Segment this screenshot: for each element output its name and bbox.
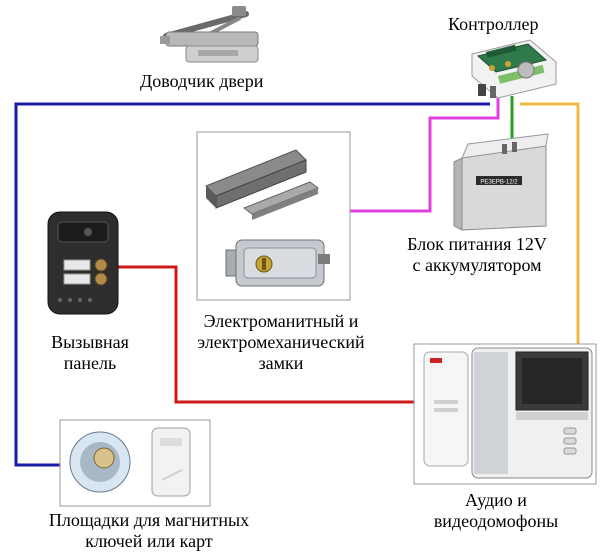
controller-label: Контроллер bbox=[448, 14, 539, 34]
power-supply-label-line1: Блок питания 12V bbox=[407, 234, 547, 254]
card-readers-label-line1: Площадки для магнитных bbox=[48, 510, 250, 530]
intercom-image bbox=[413, 343, 597, 485]
call-panel-label-line2: панель bbox=[63, 353, 117, 373]
intercom-label: Аудио и видеодомофоны bbox=[406, 490, 586, 532]
call-panel-label-line1: Вызывная bbox=[51, 332, 129, 352]
locks-image bbox=[196, 131, 351, 301]
magenta-wire bbox=[350, 96, 500, 213]
intercom-label-line1: Аудио и bbox=[465, 490, 527, 510]
card-readers-label-line2: ключей или карт bbox=[85, 531, 213, 551]
door-closer-label: Доводчик двери bbox=[140, 71, 264, 91]
locks-label-line2: электромеханический bbox=[197, 332, 365, 352]
door-closer-image bbox=[160, 6, 259, 63]
card-readers-image bbox=[59, 419, 211, 507]
intercom-label-line2: видеодомофоны bbox=[433, 511, 559, 531]
red-wire bbox=[116, 265, 414, 404]
locks-label: Электроманитный и электромеханический за… bbox=[176, 311, 386, 374]
blue-wire bbox=[14, 102, 490, 467]
call-panel-label: Вызывная панель bbox=[30, 332, 150, 374]
power-supply-label-line2: с аккумулятором bbox=[412, 255, 542, 275]
card-readers-label: Площадки для магнитных ключей или карт bbox=[14, 510, 284, 552]
psu-badge: РЕЗЕРВ-12/2 bbox=[480, 180, 518, 186]
yellow-wire bbox=[520, 102, 580, 344]
controller-image bbox=[471, 39, 557, 99]
call-panel-image bbox=[47, 211, 119, 315]
locks-label-line1: Электроманитный и bbox=[203, 311, 359, 331]
power-supply-label: Блок питания 12V с аккумулятором bbox=[388, 234, 566, 276]
power-supply-image: РЕЗЕРВ-12/2 bbox=[453, 133, 549, 231]
locks-label-line3: замки bbox=[258, 353, 304, 373]
